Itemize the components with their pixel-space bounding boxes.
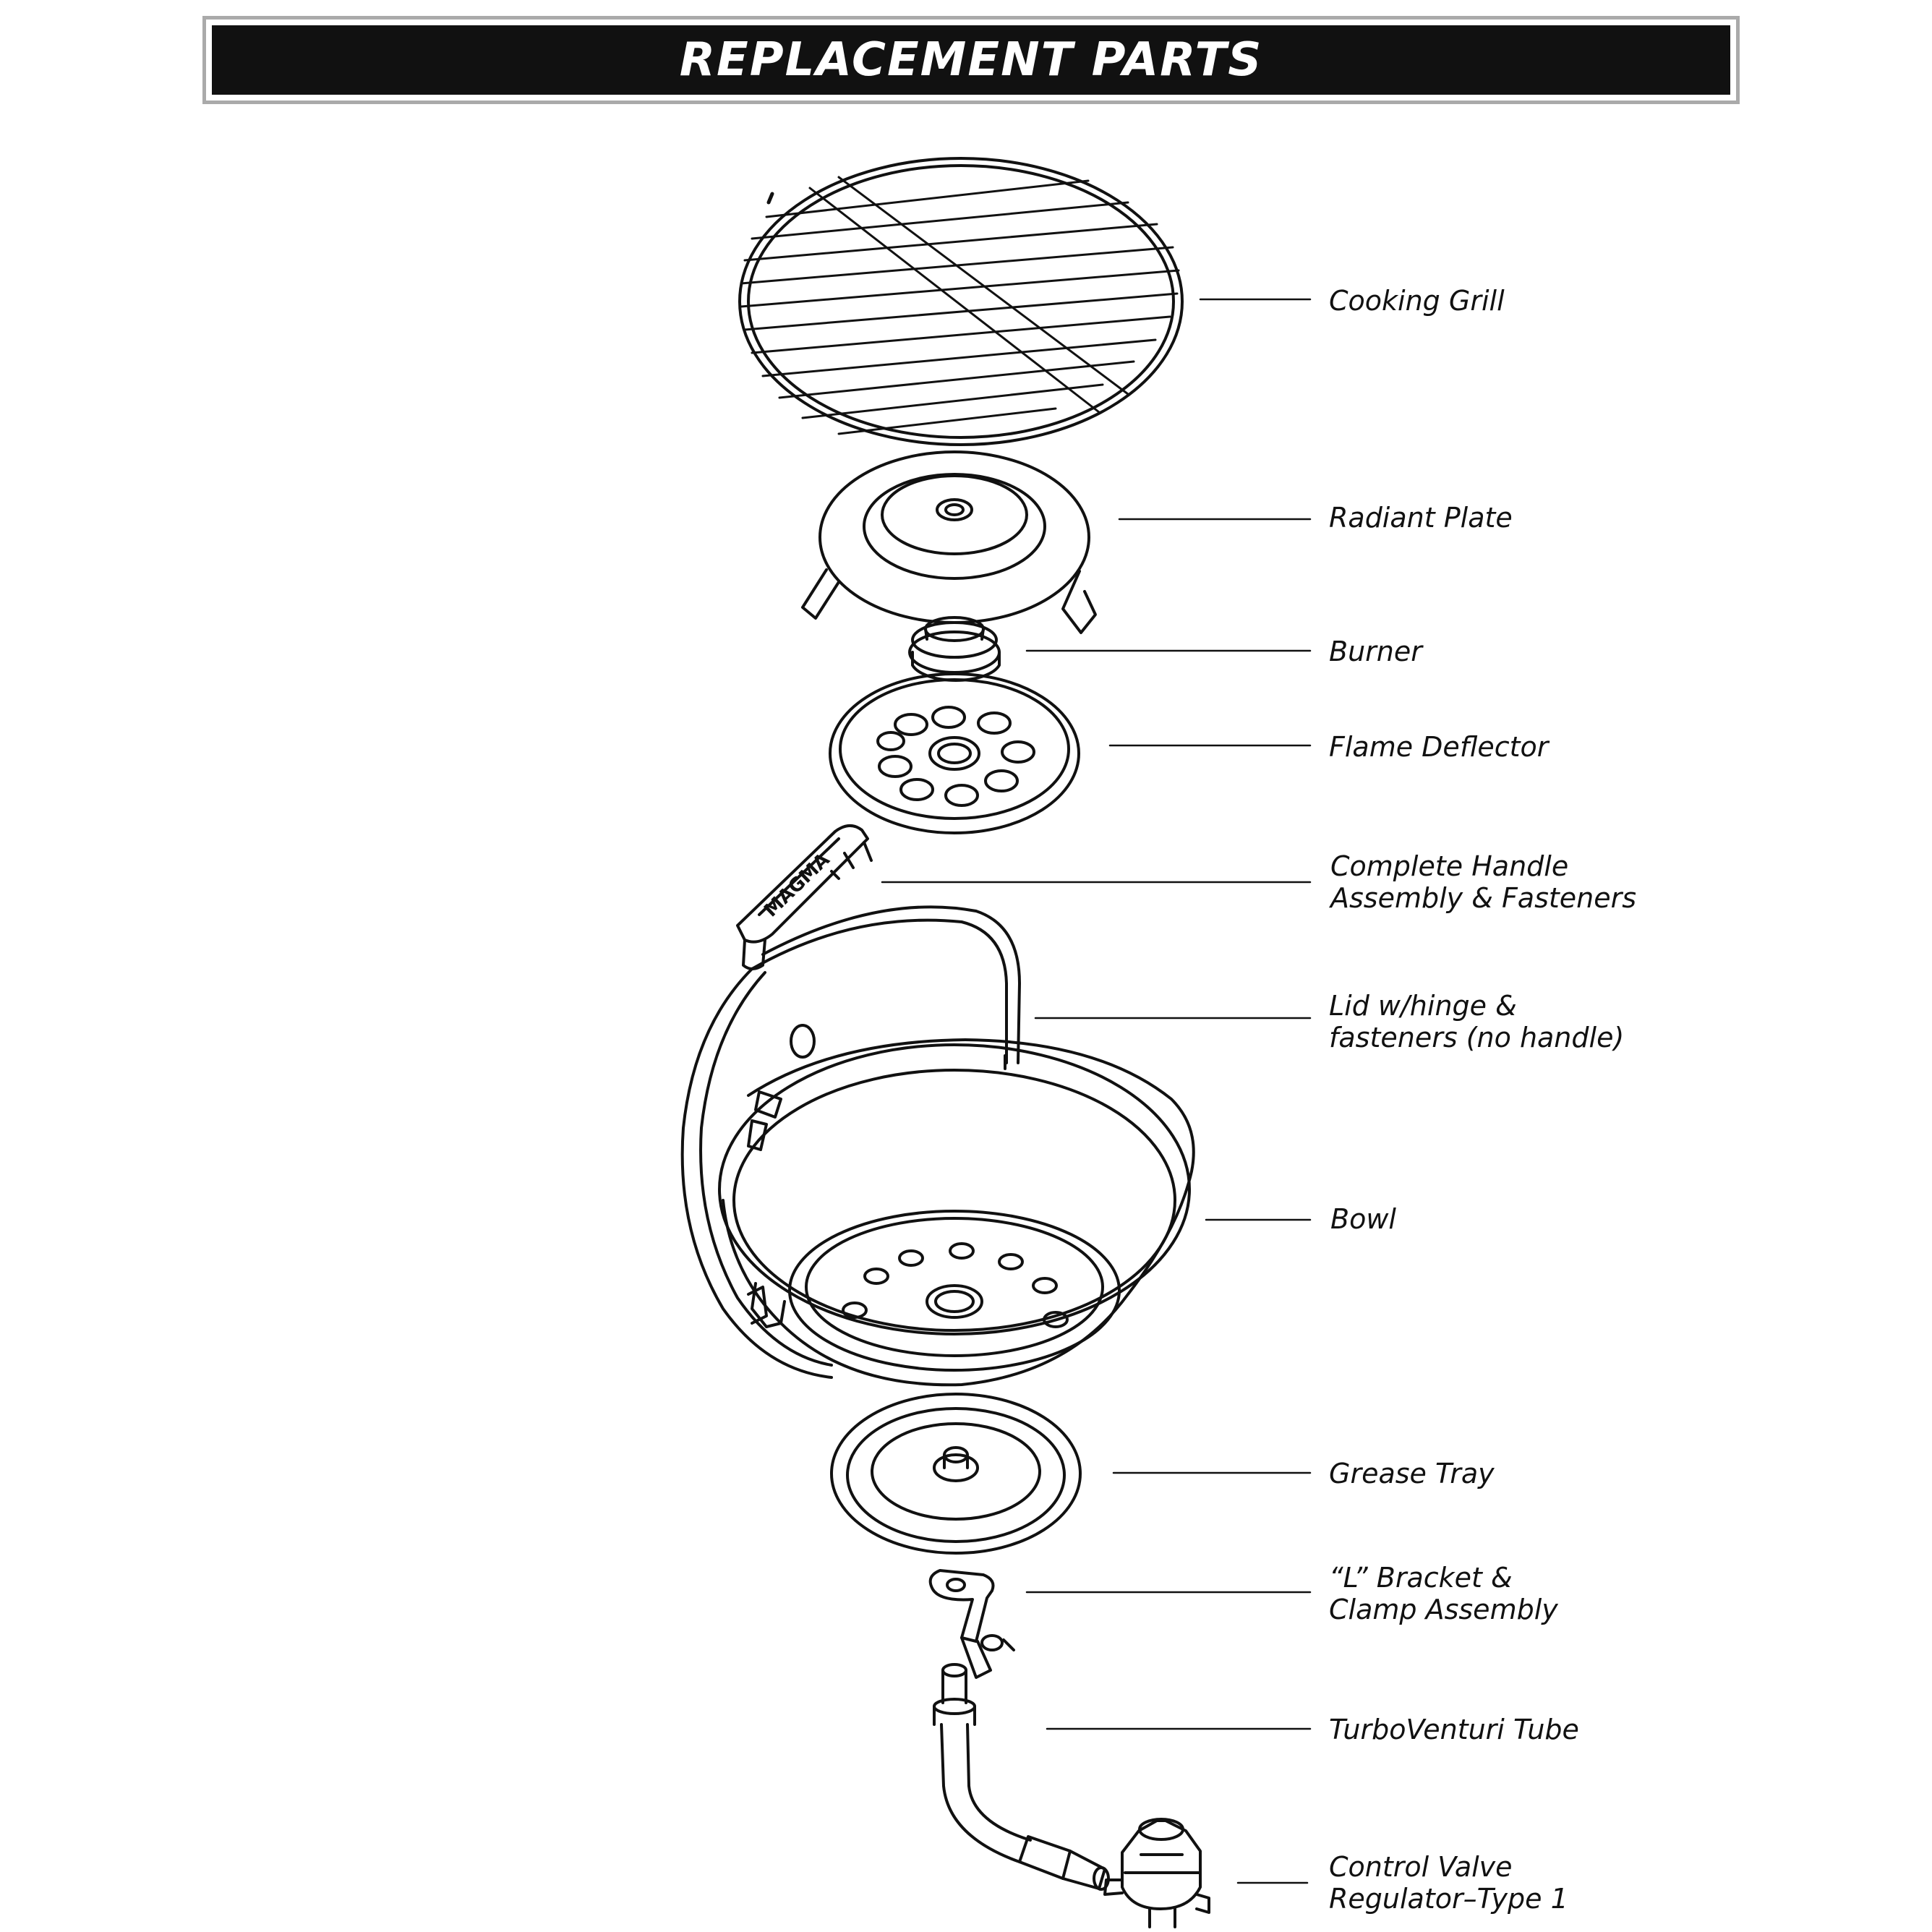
label-text: Grease Tray bbox=[1329, 1458, 1495, 1489]
regulator-drawing bbox=[1103, 1818, 1210, 1928]
venturi-tube-drawing bbox=[933, 1663, 1110, 1891]
title-banner-fill: REPLACEMENT PARTS bbox=[212, 25, 1730, 95]
label-lid: Lid w/hinge & fasteners (no handle) bbox=[1329, 990, 1624, 1053]
label-text: “L” Bracket & bbox=[1329, 1562, 1513, 1594]
label-radiant-plate: Radiant Plate bbox=[1329, 502, 1513, 534]
label-text: Lid w/hinge & bbox=[1329, 990, 1517, 1022]
radiant-plate-drawing bbox=[801, 450, 1097, 634]
cooking-grill-drawing bbox=[738, 157, 1184, 446]
lid-drawing bbox=[680, 905, 1021, 1379]
label-text: Burner bbox=[1329, 636, 1422, 667]
label-cooking-grill: Cooking Grill bbox=[1329, 285, 1505, 317]
label-text: fasteners (no handle) bbox=[1329, 1022, 1625, 1053]
label-text: Complete Handle bbox=[1330, 850, 1569, 882]
grease-tray-drawing bbox=[830, 1393, 1082, 1555]
l-bracket-drawing bbox=[928, 1569, 1015, 1679]
burner-drawing bbox=[908, 616, 1001, 682]
label-grease-tray: Grease Tray bbox=[1329, 1458, 1495, 1489]
label-l-bracket: “L” Bracket & Clamp Assembly bbox=[1329, 1562, 1558, 1625]
label-text: Clamp Assembly bbox=[1329, 1594, 1558, 1625]
label-text: Radiant Plate bbox=[1329, 502, 1513, 534]
page-title: REPLACEMENT PARTS bbox=[679, 33, 1263, 87]
label-handle-assembly: Complete Handle Assembly & Fasteners bbox=[1330, 850, 1636, 914]
label-text: Assembly & Fasteners bbox=[1330, 882, 1637, 914]
label-text: TurboVenturi Tube bbox=[1329, 1714, 1579, 1745]
handle-drawing: MAGMA bbox=[736, 824, 873, 970]
bowl-drawing bbox=[718, 1038, 1195, 1387]
label-text: Cooking Grill bbox=[1329, 285, 1505, 317]
label-text: Regulator–Type 1 bbox=[1329, 1883, 1568, 1915]
label-flame-deflector: Flame Deflector bbox=[1329, 731, 1548, 763]
label-text: Bowl bbox=[1330, 1203, 1396, 1235]
label-burner: Burner bbox=[1329, 636, 1422, 667]
label-text: Flame Deflector bbox=[1329, 731, 1549, 763]
label-text: Control Valve bbox=[1329, 1851, 1513, 1883]
label-bowl: Bowl bbox=[1330, 1203, 1396, 1235]
leader-lines bbox=[881, 298, 1312, 1884]
title-banner: REPLACEMENT PARTS bbox=[202, 16, 1740, 104]
label-venturi-tube: TurboVenturi Tube bbox=[1329, 1714, 1579, 1745]
label-control-valve: Control Valve Regulator–Type 1 bbox=[1329, 1851, 1568, 1915]
flame-deflector-drawing bbox=[829, 672, 1080, 834]
